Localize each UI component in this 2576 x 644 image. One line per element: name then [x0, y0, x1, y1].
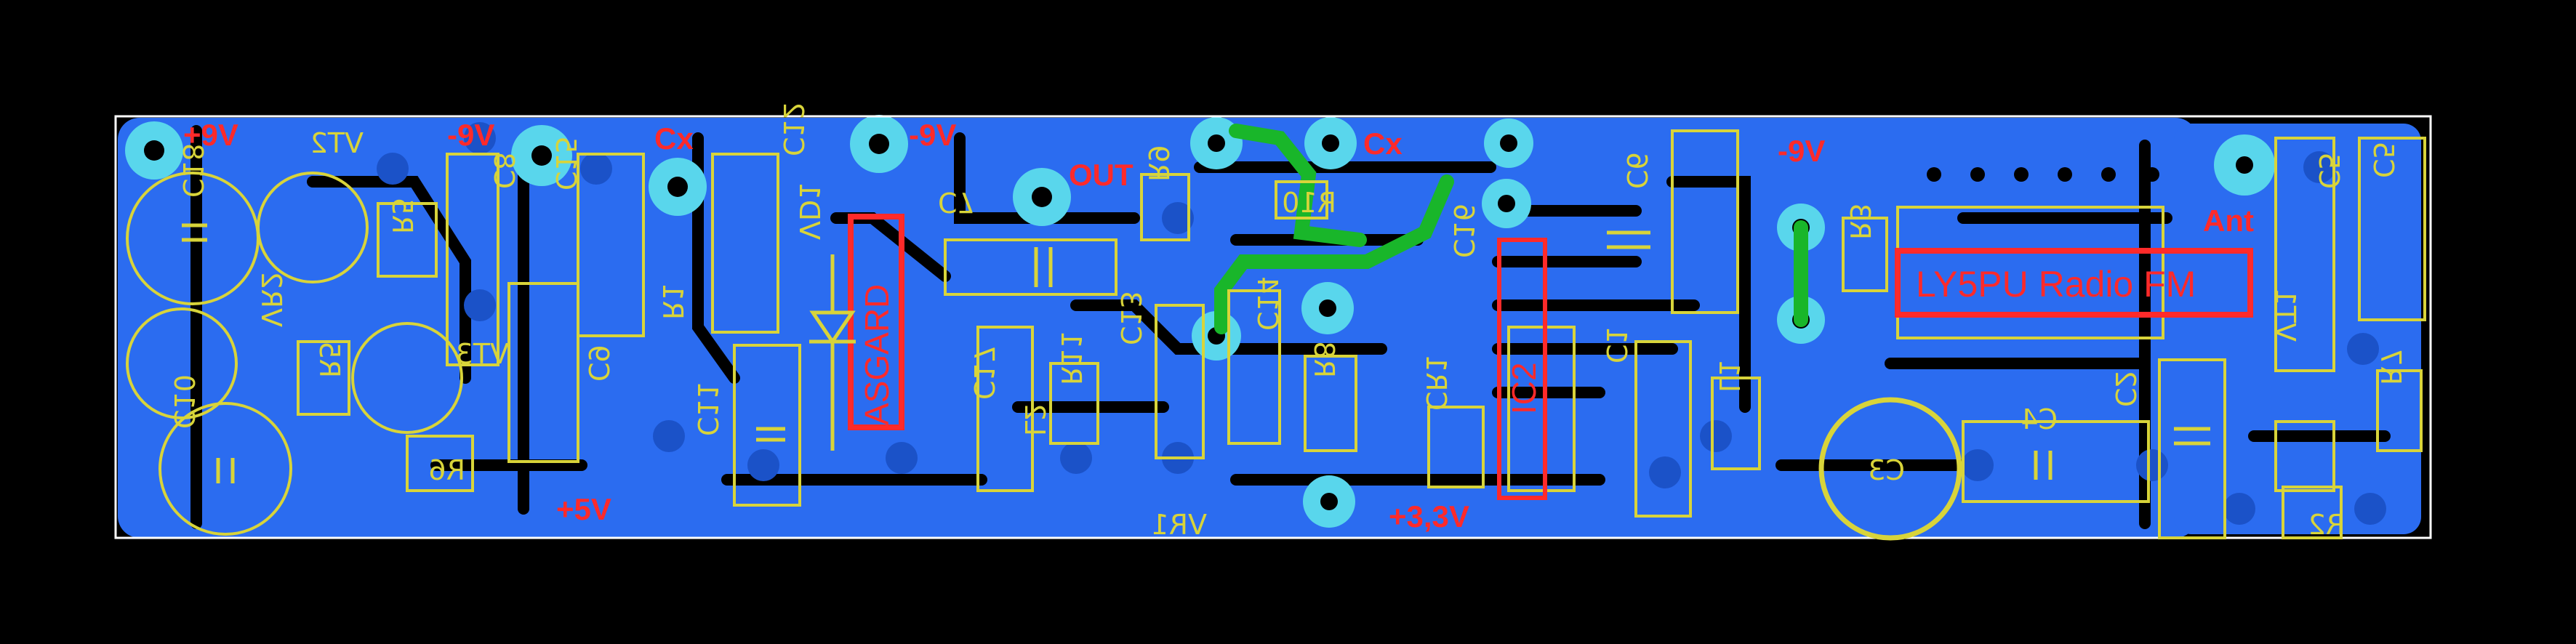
- net-label-plus5v: +5V: [556, 492, 611, 526]
- label-vr2: VR2: [255, 271, 287, 327]
- label-c1: C1: [1600, 326, 1632, 363]
- label-l1: L1: [1713, 360, 1745, 393]
- label-c7: C7: [938, 186, 975, 218]
- net-label-plus3v3: +3,3V: [1389, 499, 1469, 534]
- label-c5b: C5: [2367, 141, 2399, 178]
- label-c3: C3: [1868, 454, 1905, 486]
- net-label-out: OUT: [1069, 158, 1133, 192]
- label-c12: C12: [777, 102, 809, 156]
- label-r1: R1: [657, 283, 689, 320]
- label-c4: C4: [2021, 403, 2058, 435]
- label-c17: C17: [968, 345, 1000, 400]
- label-c9: C9: [582, 345, 614, 382]
- label-r8: R8: [1308, 341, 1340, 378]
- silkscreen-labels: C18 VT2 R5 C8 C15 C12 C9 R1 VD1 C11 C7 R…: [168, 102, 2407, 541]
- label-vt1: VT1: [2269, 289, 2301, 342]
- label-c15: C15: [550, 136, 582, 190]
- label-c2: C2: [2109, 370, 2141, 407]
- radio-label: LY5PU Radio FM: [1916, 264, 2196, 305]
- label-r7: R7: [2375, 348, 2407, 385]
- net-label-cx-a: Cx: [654, 121, 694, 156]
- label-r1b: R5: [313, 341, 345, 378]
- label-c14: C14: [1251, 276, 1283, 331]
- label-r6: R6: [428, 454, 465, 486]
- label-r3: R3: [1844, 203, 1876, 240]
- jumper-wires: [1214, 124, 1808, 334]
- label-r10: R10: [1282, 187, 1336, 219]
- label-c18: C18: [177, 143, 209, 198]
- label-r11: R11: [1055, 331, 1087, 385]
- ic2-label: IC2: [1505, 362, 1543, 414]
- label-c13: C13: [1115, 291, 1147, 345]
- label-l2: L2: [1019, 403, 1051, 436]
- net-label-minus9v-c: -9V: [1778, 134, 1825, 168]
- net-label-ant: Ant: [2203, 204, 2254, 238]
- label-r5: R5: [386, 197, 418, 234]
- label-r9: R9: [1142, 145, 1174, 182]
- capacitor-symbols: [182, 223, 2210, 483]
- label-c16: C16: [1448, 204, 1480, 258]
- label-vd1: VD1: [793, 182, 825, 240]
- label-c11: C11: [691, 382, 723, 436]
- label-c8: C8: [488, 152, 520, 189]
- label-c5: C5: [2313, 152, 2345, 189]
- net-label-minus9v-b: -9V: [909, 118, 956, 152]
- board-outline: [114, 115, 2432, 539]
- label-cr1: CR1: [1420, 355, 1452, 411]
- net-label-cx-b: Cx: [1363, 126, 1403, 161]
- label-vr1: VR1: [1151, 509, 1207, 541]
- label-r2: R2: [2308, 509, 2345, 541]
- net-label-plus9v: +9V: [183, 118, 238, 152]
- asgard-label: ASGARD: [858, 284, 896, 425]
- silkscreen-outlines: [126, 129, 2426, 541]
- highlight-boxes: [848, 214, 2253, 500]
- diode-symbol: [809, 254, 856, 451]
- label-vt3: VT3: [456, 338, 509, 370]
- net-label-minus9v-a: -9V: [447, 118, 494, 152]
- label-vt2: VT2: [310, 127, 364, 159]
- label-c6: C6: [1621, 152, 1653, 189]
- label-c10: C10: [168, 374, 200, 429]
